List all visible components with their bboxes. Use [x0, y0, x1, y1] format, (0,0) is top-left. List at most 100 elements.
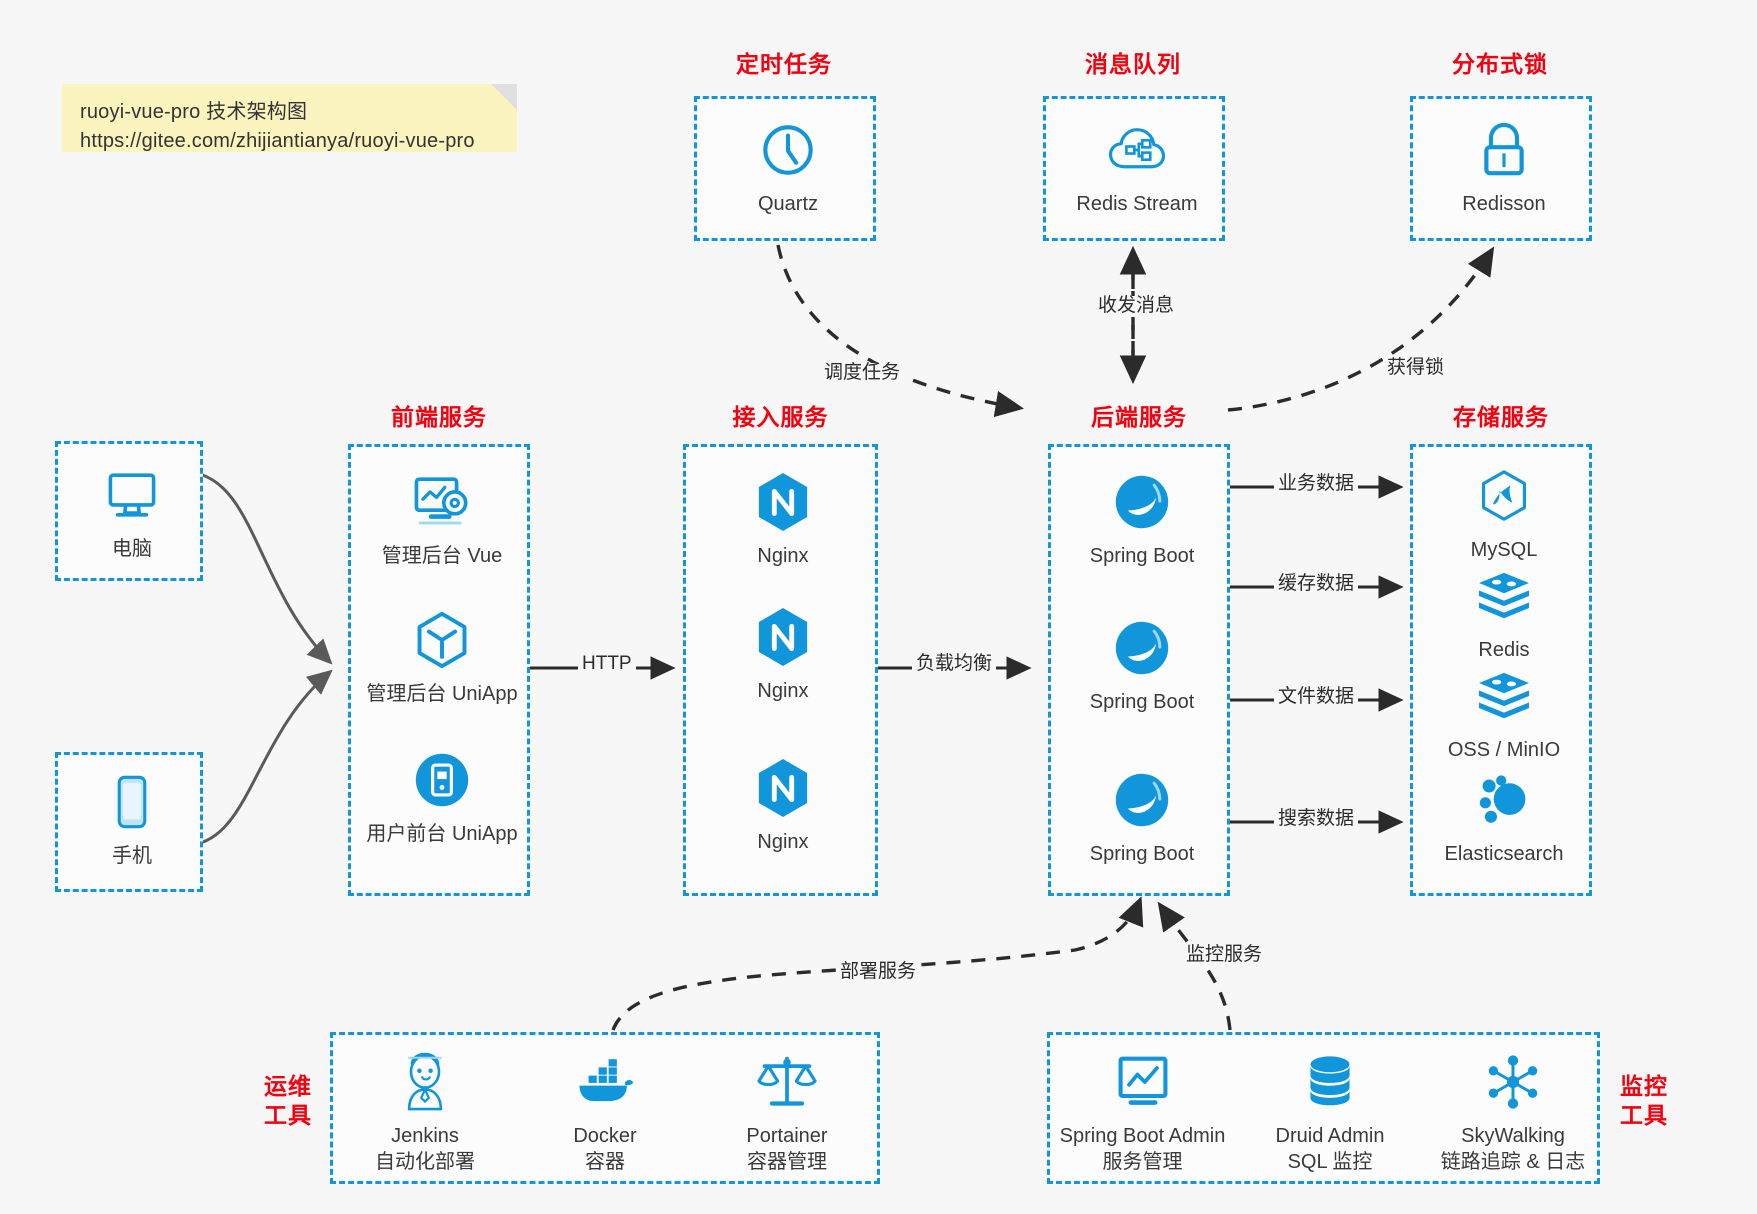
node-mysql[interactable]: MySQL: [1414, 463, 1594, 564]
node-spring-boot-3[interactable]: Spring Boot: [1052, 767, 1232, 868]
node-label: Nginx: [757, 680, 809, 702]
node-label: 用户前台 UniApp: [366, 823, 518, 845]
group-title-devops-line2: 工具: [264, 1101, 312, 1128]
node-skywalking[interactable]: SkyWalking 链路追踪 & 日志: [1418, 1049, 1608, 1175]
node-spring-boot-2[interactable]: Spring Boot: [1052, 615, 1232, 716]
monitor-chart-icon: [1045, 1049, 1240, 1115]
scales-icon: [697, 1049, 877, 1115]
node-label: 管理后台 UniApp: [366, 683, 518, 705]
node-oss-minio[interactable]: OSS / MinIO: [1414, 663, 1594, 764]
group-client-mobile: 手机: [55, 752, 203, 892]
node-label: Druid Admin: [1275, 1125, 1385, 1147]
nginx-icon: [693, 604, 873, 670]
group-gateway: Nginx Nginx Nginx: [683, 444, 878, 896]
node-redis-stream[interactable]: Redis Stream: [1047, 117, 1227, 218]
node-nginx-3[interactable]: Nginx: [693, 755, 873, 856]
node-jenkins[interactable]: Jenkins 自动化部署: [335, 1049, 515, 1175]
node-admin-vue[interactable]: 管理后台 Vue: [352, 469, 532, 570]
node-label: Redis: [1478, 639, 1530, 661]
group-title-storage: 存储服务: [1453, 404, 1549, 430]
edge-monitor-to-backend: [1157, 901, 1232, 1031]
node-admin-uniapp[interactable]: 管理后台 UniApp: [352, 607, 532, 708]
edge-label-deploy-service: 部署服务: [836, 961, 921, 983]
node-portainer[interactable]: Portainer 容器管理: [697, 1049, 877, 1175]
nginx-icon: [693, 469, 873, 535]
node-redisson[interactable]: Redisson: [1414, 117, 1594, 218]
group-devops: Jenkins 自动化部署 Docker: [330, 1032, 880, 1184]
edge-label-search-data: 搜索数据: [1274, 808, 1359, 830]
node-label: Nginx: [757, 545, 809, 567]
group-title-gateway: 接入服务: [732, 404, 829, 430]
node-nginx-1[interactable]: Nginx: [693, 469, 873, 570]
node-sublabel: 容器管理: [747, 1150, 827, 1173]
network-nodes-icon: [1418, 1049, 1608, 1115]
node-sublabel: 自动化部署: [375, 1150, 475, 1173]
node-label: Nginx: [757, 831, 809, 853]
node-sublabel: 链路追踪 & 日志: [1440, 1150, 1586, 1173]
node-label: Redisson: [1462, 193, 1546, 215]
group-mq: Redis Stream: [1043, 96, 1225, 241]
node-spring-boot-1[interactable]: Spring Boot: [1052, 469, 1232, 570]
group-storage: MySQL Redis: [1410, 444, 1592, 896]
node-label: 手机: [112, 845, 152, 867]
nginx-icon: [693, 755, 873, 821]
app-icon: [352, 747, 532, 813]
group-title-backend: 后端服务: [1091, 404, 1187, 430]
node-label: 电脑: [112, 538, 152, 560]
group-title-mq: 消息队列: [1085, 51, 1181, 77]
node-sublabel: 容器: [585, 1150, 625, 1173]
edge-backend-to-lock: [1227, 246, 1495, 412]
elasticsearch-icon: [1414, 767, 1594, 833]
node-label: Spring Boot: [1089, 691, 1195, 713]
desktop-icon: [42, 462, 222, 528]
group-monitor: Spring Boot Admin 服务管理 Druid Admin SQL 监…: [1047, 1032, 1600, 1184]
edge-label-acquire-lock: 获得锁: [1383, 357, 1449, 379]
node-label: Elasticsearch: [1444, 843, 1564, 865]
note-title: ruoyi-vue-pro 技术架构图: [80, 101, 308, 123]
node-quartz[interactable]: Quartz: [698, 117, 878, 218]
database-icon: [1240, 1049, 1420, 1115]
mysql-icon: [1414, 463, 1594, 529]
node-user-uniapp[interactable]: 用户前台 UniApp: [352, 747, 532, 848]
node-label: Quartz: [757, 193, 819, 215]
node-desktop[interactable]: 电脑: [42, 462, 222, 563]
group-title-monitor-line2: 工具: [1620, 1101, 1668, 1128]
group-title-frontend: 前端服务: [391, 404, 487, 430]
node-label: Portainer: [746, 1125, 828, 1147]
node-label: Spring Boot: [1089, 843, 1195, 865]
group-scheduler: Quartz: [694, 96, 876, 241]
group-title-devops-line1: 运维: [264, 1073, 312, 1099]
node-redis[interactable]: Redis: [1414, 563, 1594, 664]
oss-icon: [1414, 663, 1594, 729]
node-label: OSS / MinIO: [1447, 739, 1561, 761]
group-lock: Redisson: [1410, 96, 1592, 241]
group-title-lock: 分布式锁: [1452, 51, 1548, 77]
group-title-monitor-line1: 监控: [1620, 1073, 1668, 1099]
node-mobile[interactable]: 手机: [42, 769, 222, 870]
node-label: Jenkins: [391, 1125, 459, 1147]
spring-icon: [1052, 469, 1232, 535]
edge-label-business-data: 业务数据: [1274, 473, 1359, 495]
edge-label-mq-messages: 收发消息: [1094, 295, 1179, 317]
edge-label-monitor-service: 监控服务: [1182, 944, 1267, 966]
node-nginx-2[interactable]: Nginx: [693, 604, 873, 705]
node-label: Spring Boot Admin: [1059, 1125, 1226, 1147]
edge-label-cache-data: 缓存数据: [1274, 573, 1359, 595]
node-spring-boot-admin[interactable]: Spring Boot Admin 服务管理: [1045, 1049, 1240, 1175]
note-fold-corner: [491, 84, 517, 110]
node-sublabel: 服务管理: [1102, 1150, 1183, 1173]
cloud-stream-icon: [1047, 117, 1227, 183]
edge-label-schedule-task: 调度任务: [820, 362, 905, 384]
group-title-scheduler: 定时任务: [736, 51, 832, 77]
cube-icon: [352, 607, 532, 673]
node-druid-admin[interactable]: Druid Admin SQL 监控: [1240, 1049, 1420, 1175]
note-url: https://gitee.com/zhijiantianya/ruoyi-vu…: [80, 130, 475, 152]
group-title-monitor: 监控 工具: [1612, 1072, 1676, 1129]
group-client-desktop: 电脑: [55, 441, 203, 581]
node-elasticsearch[interactable]: Elasticsearch: [1414, 767, 1594, 868]
docker-icon: [515, 1049, 695, 1115]
spring-icon: [1052, 615, 1232, 681]
edge-label-file-data: 文件数据: [1274, 686, 1359, 708]
node-docker[interactable]: Docker 容器: [515, 1049, 695, 1175]
